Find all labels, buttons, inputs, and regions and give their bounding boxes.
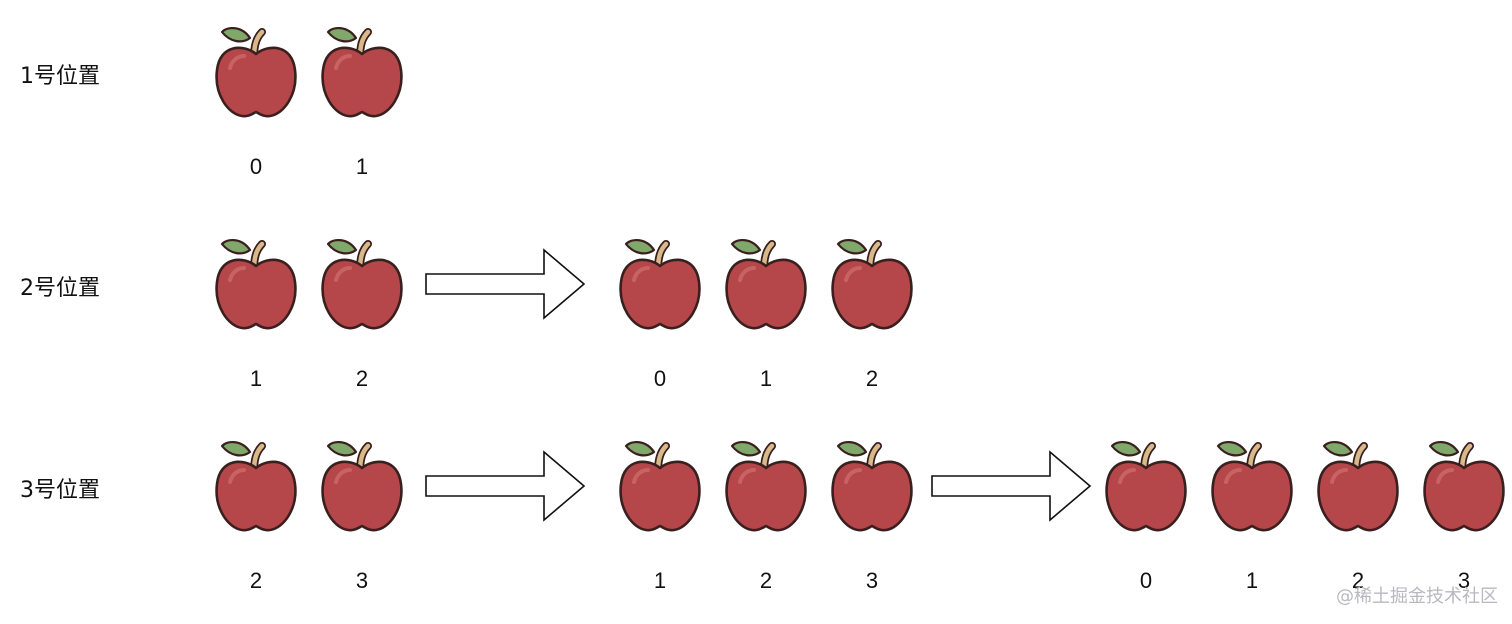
apple-icon — [214, 436, 298, 536]
index-label: 2 — [249, 568, 263, 593]
index-label: 0 — [1139, 568, 1153, 593]
apple-icon — [724, 436, 808, 536]
index-label: 3 — [865, 568, 879, 593]
apple-icon — [618, 436, 702, 536]
apple-icon — [1422, 436, 1506, 536]
apple-icon — [320, 22, 404, 122]
index-label: 0 — [653, 366, 667, 391]
index-label: 1 — [1245, 568, 1259, 593]
index-label: 1 — [653, 568, 667, 593]
index-label: 0 — [249, 154, 263, 179]
apple-icon — [618, 234, 702, 334]
apple-icon — [214, 22, 298, 122]
right-arrow-icon — [930, 450, 1094, 522]
row-label: 2号位置 — [20, 276, 100, 301]
apple-icon — [724, 234, 808, 334]
watermark: @稀土掘金技术社区 — [1336, 586, 1498, 607]
apple-icon — [320, 436, 404, 536]
right-arrow-icon — [424, 248, 588, 320]
row-label: 3号位置 — [20, 478, 100, 503]
right-arrow-icon — [424, 450, 588, 522]
apple-icon — [1316, 436, 1400, 536]
apple-icon — [320, 234, 404, 334]
index-label: 1 — [249, 366, 263, 391]
apple-icon — [1104, 436, 1188, 536]
index-label: 2 — [355, 366, 369, 391]
index-label: 2 — [759, 568, 773, 593]
index-label: 1 — [759, 366, 773, 391]
index-label: 2 — [865, 366, 879, 391]
index-label: 3 — [1457, 568, 1471, 593]
row-label: 1号位置 — [20, 64, 100, 89]
index-label: 2 — [1351, 568, 1365, 593]
index-label: 1 — [355, 154, 369, 179]
index-label: 3 — [355, 568, 369, 593]
apple-icon — [830, 234, 914, 334]
apple-icon — [1210, 436, 1294, 536]
apple-icon — [830, 436, 914, 536]
apple-icon — [214, 234, 298, 334]
